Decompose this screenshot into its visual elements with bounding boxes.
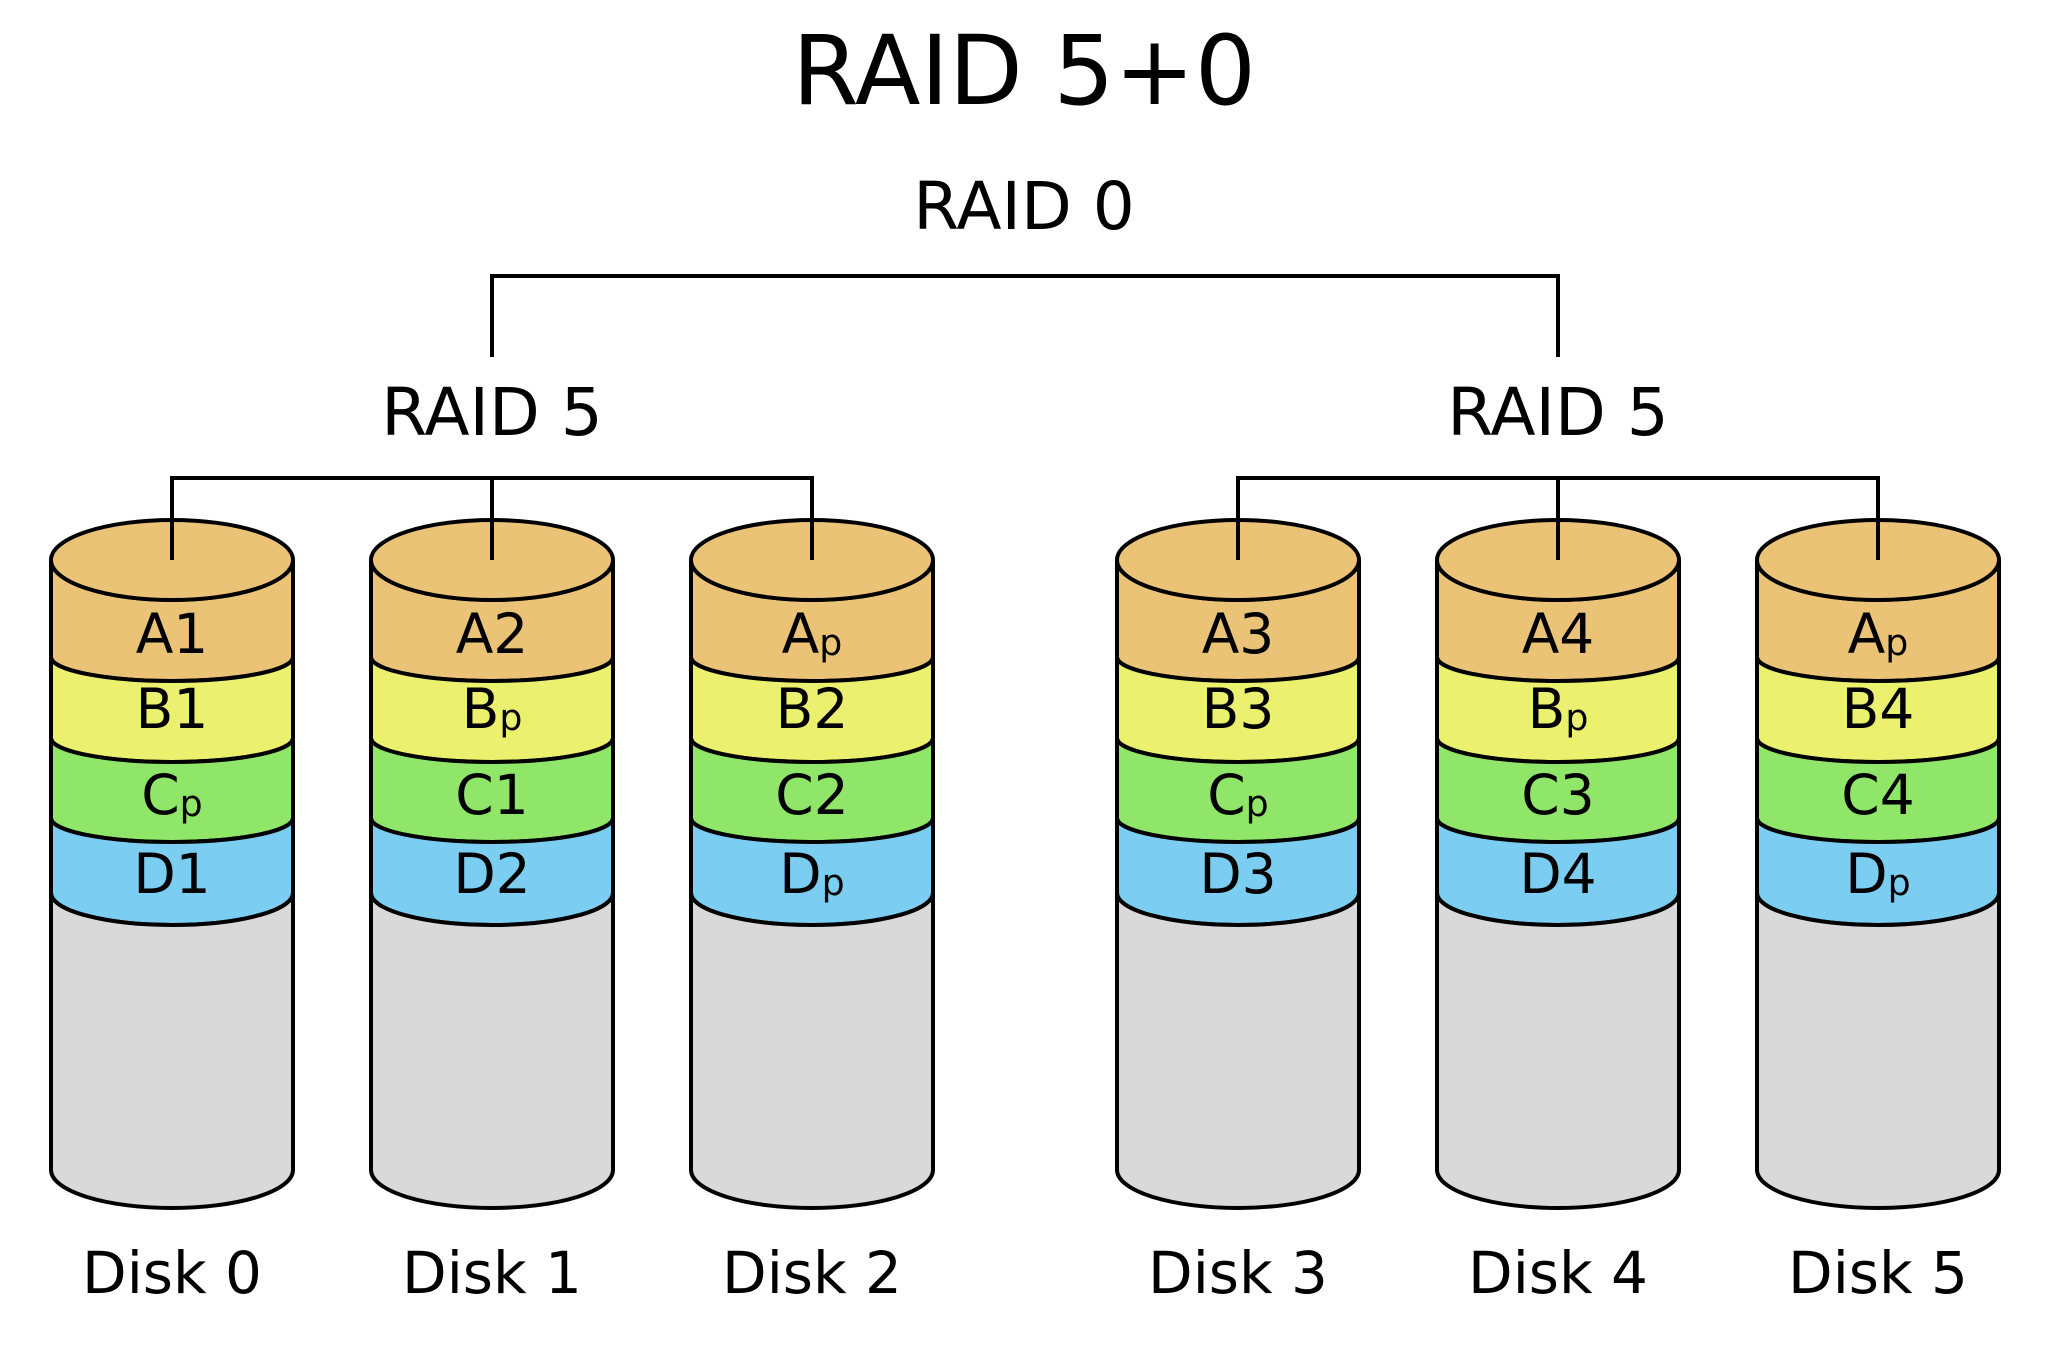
- cylinder-cap: [1755, 518, 2001, 602]
- segment-label: C1: [455, 763, 529, 827]
- segment-label: A3: [1201, 602, 1275, 666]
- disk-body: [49, 892, 295, 1210]
- raid0-label: RAID 0: [913, 168, 1135, 245]
- disk-body: [369, 892, 615, 1210]
- segment-label: D3: [1199, 842, 1277, 906]
- disk-cylinder: [1435, 518, 1681, 1210]
- disk-cylinder: [1755, 518, 2001, 1210]
- segment-label: B2: [775, 677, 849, 741]
- cylinder-cap: [689, 518, 935, 602]
- disk-cylinder: [1115, 518, 1361, 1210]
- disk-body: [1755, 892, 2001, 1210]
- disk-label: Disk 5: [1788, 1239, 1968, 1307]
- diagram-title: RAID 5+0: [792, 15, 1256, 127]
- segment-label: C2: [775, 763, 849, 827]
- cylinder-cap: [1115, 518, 1361, 602]
- disk-3: A3 B3 Cp D3 Disk 3: [1113, 516, 1363, 1326]
- disk-label: Disk 1: [402, 1239, 582, 1307]
- segment-label: D1: [133, 842, 211, 906]
- disk-label: Disk 3: [1148, 1239, 1328, 1307]
- segment-label: Dp: [779, 842, 845, 906]
- segment-label: Dp: [1845, 842, 1911, 906]
- cylinder-cap: [1435, 518, 1681, 602]
- disk-body: [1435, 892, 1681, 1210]
- disk-cylinder: [369, 518, 615, 1210]
- segment-label: A2: [455, 602, 529, 666]
- disk-body: [1115, 892, 1361, 1210]
- disk-label: Disk 4: [1468, 1239, 1648, 1307]
- disk-5: Ap B4 C4 Dp Disk 5: [1753, 516, 2003, 1326]
- cylinder-cap: [49, 518, 295, 602]
- disk-2: Ap B2 C2 Dp Disk 2: [687, 516, 937, 1326]
- segment-label: Bp: [1527, 677, 1589, 741]
- raid5-label-right: RAID 5: [1447, 374, 1669, 451]
- segment-label: A1: [135, 602, 209, 666]
- disk-1: A2 Bp C1 D2 Disk 1: [367, 516, 617, 1326]
- segment-label: A4: [1521, 602, 1595, 666]
- disk-cylinder: [689, 518, 935, 1210]
- segment-label: B4: [1841, 677, 1915, 741]
- disk-label: Disk 0: [82, 1239, 262, 1307]
- disk-cylinder: [49, 518, 295, 1210]
- disk-4: A4 Bp C3 D4 Disk 4: [1433, 516, 1683, 1326]
- disk-label: Disk 2: [722, 1239, 902, 1307]
- segment-label: C4: [1841, 763, 1915, 827]
- disk-body: [689, 892, 935, 1210]
- segment-label: Bp: [461, 677, 523, 741]
- segment-label: Cp: [1207, 763, 1269, 827]
- segment-label: Cp: [141, 763, 203, 827]
- segment-label: Ap: [781, 602, 843, 666]
- segment-label: D2: [453, 842, 531, 906]
- segment-label: B3: [1201, 677, 1275, 741]
- raid5-label-left: RAID 5: [381, 374, 603, 451]
- raid0-bracket: [490, 274, 1560, 357]
- disk-0: A1 B1 Cp D1 Disk 0: [47, 516, 297, 1326]
- cylinder-cap: [369, 518, 615, 602]
- segment-label: C3: [1521, 763, 1595, 827]
- segment-label: B1: [135, 677, 209, 741]
- segment-label: Ap: [1847, 602, 1909, 666]
- segment-label: D4: [1519, 842, 1597, 906]
